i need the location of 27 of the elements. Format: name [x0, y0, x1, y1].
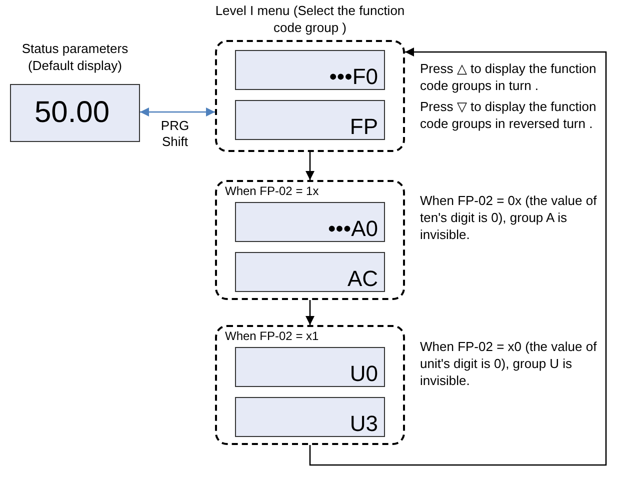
arrow [309, 47, 607, 466]
code-text: U3 [350, 412, 378, 436]
display-box [235, 50, 385, 90]
code-text: •••F0 [329, 65, 378, 89]
dashed-group-frame [215, 180, 405, 300]
display-box [235, 347, 385, 387]
heading-text: Level I menu (Select the function code group ) [215, 2, 405, 36]
heading-text: Status parameters (Default display) [20, 40, 130, 74]
dashed-group-frame [215, 325, 405, 445]
display-value: 50.00 [34, 96, 110, 130]
display-box [235, 252, 385, 292]
double-arrow [140, 107, 215, 117]
code-text: AC [347, 267, 378, 291]
condition-text: When FP-02 = 1x [225, 184, 319, 198]
condition-text: When FP-02 = x1 [225, 329, 319, 343]
code-text: FP [350, 115, 378, 139]
note-text: When FP-02 = x0 (the value of unit's digit is 0), group U is invisible. [420, 338, 598, 389]
arrow [305, 300, 315, 325]
code-text: U0 [350, 362, 378, 386]
note-text: Press ▽ to display the function code groups in reversed turn . [420, 98, 598, 132]
display-box [235, 397, 385, 437]
note-text: When FP-02 = 0x (the value of ten's digit is 0), group A is invisible. [420, 192, 598, 243]
code-text: •••A0 [328, 217, 378, 241]
arrow [305, 152, 315, 180]
display-box [235, 202, 385, 242]
note-text: Press △ to display the function code groups in turn . [420, 60, 598, 94]
display-box [235, 100, 385, 140]
